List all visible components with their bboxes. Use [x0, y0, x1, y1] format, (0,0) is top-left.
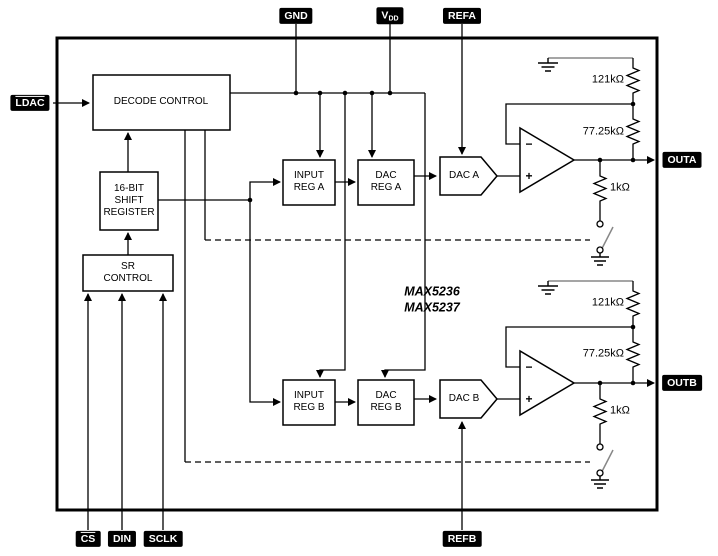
blocks: [82, 74, 576, 426]
switch-b-contact-bottom: [596, 469, 604, 477]
junction-dot: [630, 157, 636, 163]
pin-outa-label: OUTA: [667, 153, 697, 166]
resistor-121k-a: [625, 58, 641, 104]
branch-input-reg-b: [249, 200, 281, 406]
pin-refb: REFB: [442, 530, 482, 548]
pin-cs-label: CS: [80, 532, 96, 545]
junction-dot: [369, 90, 375, 96]
pin-din: DIN: [107, 530, 137, 548]
pin-refa: REFA: [442, 7, 482, 25]
resistor-1k-b-label: 1kΩ: [610, 404, 630, 417]
junction-dot: [630, 101, 636, 107]
opamp-a-minus-sign: −: [525, 137, 533, 151]
dac-a-block: [439, 156, 498, 196]
switch-b-blade: [601, 449, 614, 471]
resistor-1k-a: [592, 160, 608, 221]
resistor-121k-b: [625, 281, 641, 327]
gray-wires: [548, 57, 633, 471]
junction-dot: [630, 324, 636, 330]
opamp-b-minus-sign: −: [525, 360, 533, 374]
pin-sclk-label: SCLK: [148, 532, 178, 545]
dashed-control-lines: [185, 239, 590, 463]
pin-ldac: LDAC: [10, 94, 50, 112]
opamp-b-plus-sign: +: [525, 392, 533, 406]
dac-reg-b-label: DAC REG B: [370, 390, 402, 413]
sr-control-label: SR CONTROL: [103, 261, 153, 284]
part-numbers: MAX5236 MAX5237: [404, 284, 460, 314]
ground-icon-switch-a: [591, 253, 609, 266]
decode-control-label: DECODE CONTROL: [113, 96, 209, 107]
pin-vdd-label: V: [381, 9, 389, 22]
junction-dot: [387, 90, 393, 96]
junction-dot: [317, 90, 323, 96]
pin-gnd: GND: [279, 7, 313, 25]
pin-gnd-label: GND: [284, 9, 308, 22]
pin-din-label: DIN: [112, 532, 132, 545]
branch-input-reg-a: [249, 178, 281, 200]
wire-feedback-b: [505, 326, 633, 368]
resistor-121k-b-label: 121kΩ: [591, 296, 624, 309]
junction-dot: [247, 197, 253, 203]
input-reg-a-label: INPUT REG A: [293, 170, 325, 193]
junction-dots: [247, 90, 636, 386]
input-reg-a-block: [282, 159, 336, 206]
resistor-77k-a-label: 77.25kΩ: [582, 125, 624, 138]
signal-wires: [158, 24, 633, 462]
junction-dot: [342, 90, 348, 96]
junction-dot: [597, 157, 603, 163]
switch-a-blade: [601, 226, 614, 248]
dac-b-block: [439, 379, 498, 419]
junction-dot: [597, 380, 603, 386]
input-reg-b-label: INPUT REG B: [293, 390, 325, 413]
input-reg-b-block: [282, 379, 336, 426]
switch-a-contact-top: [596, 220, 604, 228]
dac-reg-a-block: [357, 159, 415, 206]
ground-icon-a: [538, 58, 558, 72]
dac-a-label: DAC A: [448, 170, 480, 181]
resistor-77k-b: [625, 327, 641, 383]
opamp-a-plus-sign: +: [525, 169, 533, 183]
pin-vdd-sub: DD: [388, 15, 399, 23]
pin-vdd: VDD: [376, 7, 404, 25]
switches: [596, 220, 604, 477]
pin-ldac-label: LDAC: [15, 96, 45, 109]
dac-reg-b-block: [357, 379, 415, 426]
pin-outb-label: OUTB: [667, 376, 697, 389]
pin-refb-label: REFB: [447, 532, 477, 545]
dac-b-label: DAC B: [448, 393, 480, 404]
ground-icon-b: [538, 281, 558, 295]
ground-icon-switch-b: [591, 476, 609, 489]
arrow-wires: [53, 24, 655, 530]
pin-refa-label: REFA: [447, 9, 477, 22]
opamp-a: [519, 126, 576, 194]
resistor-1k-b: [592, 383, 608, 444]
resistor-121k-a-label: 121kΩ: [591, 73, 624, 86]
shift-register-block: [99, 171, 159, 231]
feed-input-reg-b: [316, 93, 346, 378]
ic-boundary: [55, 36, 659, 512]
resistor-77k-b-label: 77.25kΩ: [582, 347, 624, 360]
pin-outb: OUTB: [662, 374, 702, 392]
decode-control-block: [92, 74, 231, 131]
switch-b-contact-top: [596, 443, 604, 451]
resistor-1k-a-label: 1kΩ: [610, 181, 630, 194]
pin-cs: CS: [75, 530, 101, 548]
grounds: [538, 58, 609, 489]
feed-dac-reg-b: [381, 93, 426, 378]
junction-dot: [293, 90, 299, 96]
pin-sclk: SCLK: [143, 530, 183, 548]
junction-dot: [630, 380, 636, 386]
dac-reg-a-label: DAC REG A: [370, 170, 402, 193]
resistor-77k-a: [625, 104, 641, 160]
opamp-b: [519, 349, 576, 417]
sr-control-block: [82, 254, 174, 292]
wire-feedback-a: [505, 103, 633, 145]
resistors: [592, 58, 641, 444]
pin-outa: OUTA: [662, 151, 702, 169]
shift-register-label: 16-BIT SHIFT REGISTER: [103, 183, 155, 218]
switch-a-contact-bottom: [596, 246, 604, 254]
